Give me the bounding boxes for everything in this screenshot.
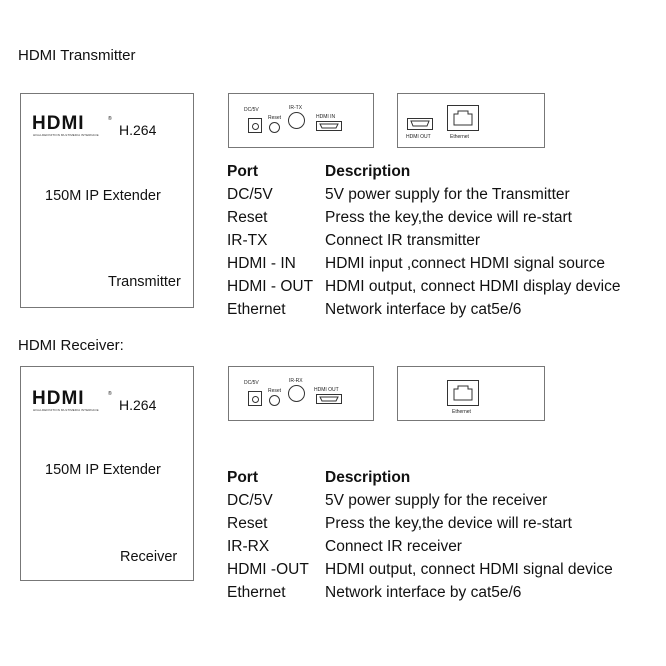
hdmi-logo-subtitle: HIGH-DEFINITION MULTIMEDIA INTERFACE <box>33 408 99 412</box>
ethernet-label: Ethernet <box>450 134 469 140</box>
transmitter-device-box: HDMI ® HIGH-DEFINITION MULTIMEDIA INTERF… <box>20 93 194 308</box>
transmitter-port-table: Port Description DC/5V 5V power supply f… <box>227 160 620 321</box>
port-header: Port <box>227 163 258 180</box>
table-row: DC/5V 5V power supply for the receiver <box>227 489 613 512</box>
port-cell: HDMI - IN <box>227 255 296 272</box>
description-cell: HDMI output, connect HDMI display device <box>325 278 621 295</box>
svg-text:®: ® <box>108 390 112 397</box>
table-row: IR-TX Connect IR transmitter <box>227 229 620 252</box>
ethernet-label: Ethernet <box>452 409 471 415</box>
port-cell: Ethernet <box>227 301 286 318</box>
hdmi-logo-icon: HDMI ® <box>32 389 112 409</box>
dc-power-port-icon <box>248 118 262 133</box>
table-row: IR-RX Connect IR receiver <box>227 535 613 558</box>
ir-port-label: IR-RX <box>289 378 303 384</box>
hdmi-logo-subtitle: HIGH-DEFINITION MULTIMEDIA INTERFACE <box>33 133 99 137</box>
hdmi-out-port-icon <box>407 118 433 130</box>
port-cell: HDMI -OUT <box>227 561 309 578</box>
hdmi-port-label: HDMI OUT <box>314 387 339 393</box>
receiver-front-panel: DC/5V Reset IR-RX HDMI OUT <box>228 366 374 421</box>
transmitter-front-panel: DC/5V Reset IR-TX HDMI IN <box>228 93 374 148</box>
port-cell: Reset <box>227 209 268 226</box>
reset-button-icon <box>269 122 280 133</box>
hdmi-port-icon <box>316 121 342 131</box>
codec-label: H.264 <box>119 397 157 413</box>
port-cell: HDMI - OUT <box>227 278 314 295</box>
dc-power-port-icon <box>248 391 262 406</box>
table-row: Ethernet Network interface by cat5e/6 <box>227 298 620 321</box>
ethernet-port-icon <box>447 105 479 131</box>
table-row: DC/5V 5V power supply for the Transmitte… <box>227 183 620 206</box>
description-cell: Connect IR receiver <box>325 538 462 555</box>
description-cell: HDMI output, connect HDMI signal device <box>325 561 613 578</box>
hdmi-port-label: HDMI IN <box>316 114 336 120</box>
receiver-section-title: HDMI Receiver: <box>18 337 124 354</box>
description-cell: Press the key,the device will re-start <box>325 515 572 532</box>
description-cell: Connect IR transmitter <box>325 232 481 249</box>
ir-sensor-icon <box>288 385 305 402</box>
ethernet-port-icon <box>447 380 479 406</box>
description-header: Description <box>325 469 411 486</box>
ir-sensor-icon <box>288 112 305 129</box>
port-cell: DC/5V <box>227 492 273 509</box>
table-row: Reset Press the key,the device will re-s… <box>227 512 613 535</box>
transmitter-section-title: HDMI Transmitter <box>18 47 136 64</box>
description-cell: Network interface by cat5e/6 <box>325 584 522 601</box>
receiver-device-box: HDMI ® HIGH-DEFINITION MULTIMEDIA INTERF… <box>20 366 194 581</box>
device-role-label: Receiver <box>120 549 178 565</box>
reset-label: Reset <box>268 115 282 121</box>
port-cell: Ethernet <box>227 584 286 601</box>
table-header-row: Port Description <box>227 466 613 489</box>
codec-label: H.264 <box>119 122 157 138</box>
port-cell: Reset <box>227 515 268 532</box>
table-row: HDMI -OUT HDMI output, connect HDMI sign… <box>227 558 613 581</box>
table-row: Reset Press the key,the device will re-s… <box>227 206 620 229</box>
dc-port-label: DC/5V <box>244 107 259 113</box>
port-header: Port <box>227 469 258 486</box>
ir-port-label: IR-TX <box>289 105 303 111</box>
receiver-port-table: Port Description DC/5V 5V power supply f… <box>227 466 613 604</box>
table-row: HDMI - OUT HDMI output, connect HDMI dis… <box>227 275 620 298</box>
product-name: 150M IP Extender <box>45 188 161 204</box>
hdmi-logo-icon: HDMI ® <box>32 114 112 134</box>
description-header: Description <box>325 163 411 180</box>
svg-text:®: ® <box>108 115 112 122</box>
port-cell: IR-RX <box>227 538 270 555</box>
description-cell: HDMI input ,connect HDMI signal source <box>325 255 605 272</box>
transmitter-back-panel: HDMI OUT Ethernet <box>397 93 545 148</box>
description-cell: Network interface by cat5e/6 <box>325 301 522 318</box>
device-role-label: Transmitter <box>108 274 181 290</box>
table-header-row: Port Description <box>227 160 620 183</box>
description-cell: Press the key,the device will re-start <box>325 209 572 226</box>
receiver-back-panel: Ethernet <box>397 366 545 421</box>
port-cell: IR-TX <box>227 232 268 249</box>
hdmi-port-icon <box>316 394 342 404</box>
product-name: 150M IP Extender <box>45 462 161 478</box>
description-cell: 5V power supply for the receiver <box>325 492 548 509</box>
port-cell: DC/5V <box>227 186 273 203</box>
table-row: Ethernet Network interface by cat5e/6 <box>227 581 613 604</box>
description-cell: 5V power supply for the Transmitter <box>325 186 570 203</box>
hdmi-logo-text: HDMI <box>32 114 85 134</box>
dc-port-label: DC/5V <box>244 380 259 386</box>
hdmi-logo-text: HDMI <box>32 389 85 409</box>
table-row: HDMI - IN HDMI input ,connect HDMI signa… <box>227 252 620 275</box>
hdmi-out-label: HDMI OUT <box>406 134 431 140</box>
reset-button-icon <box>269 395 280 406</box>
reset-label: Reset <box>268 388 282 394</box>
